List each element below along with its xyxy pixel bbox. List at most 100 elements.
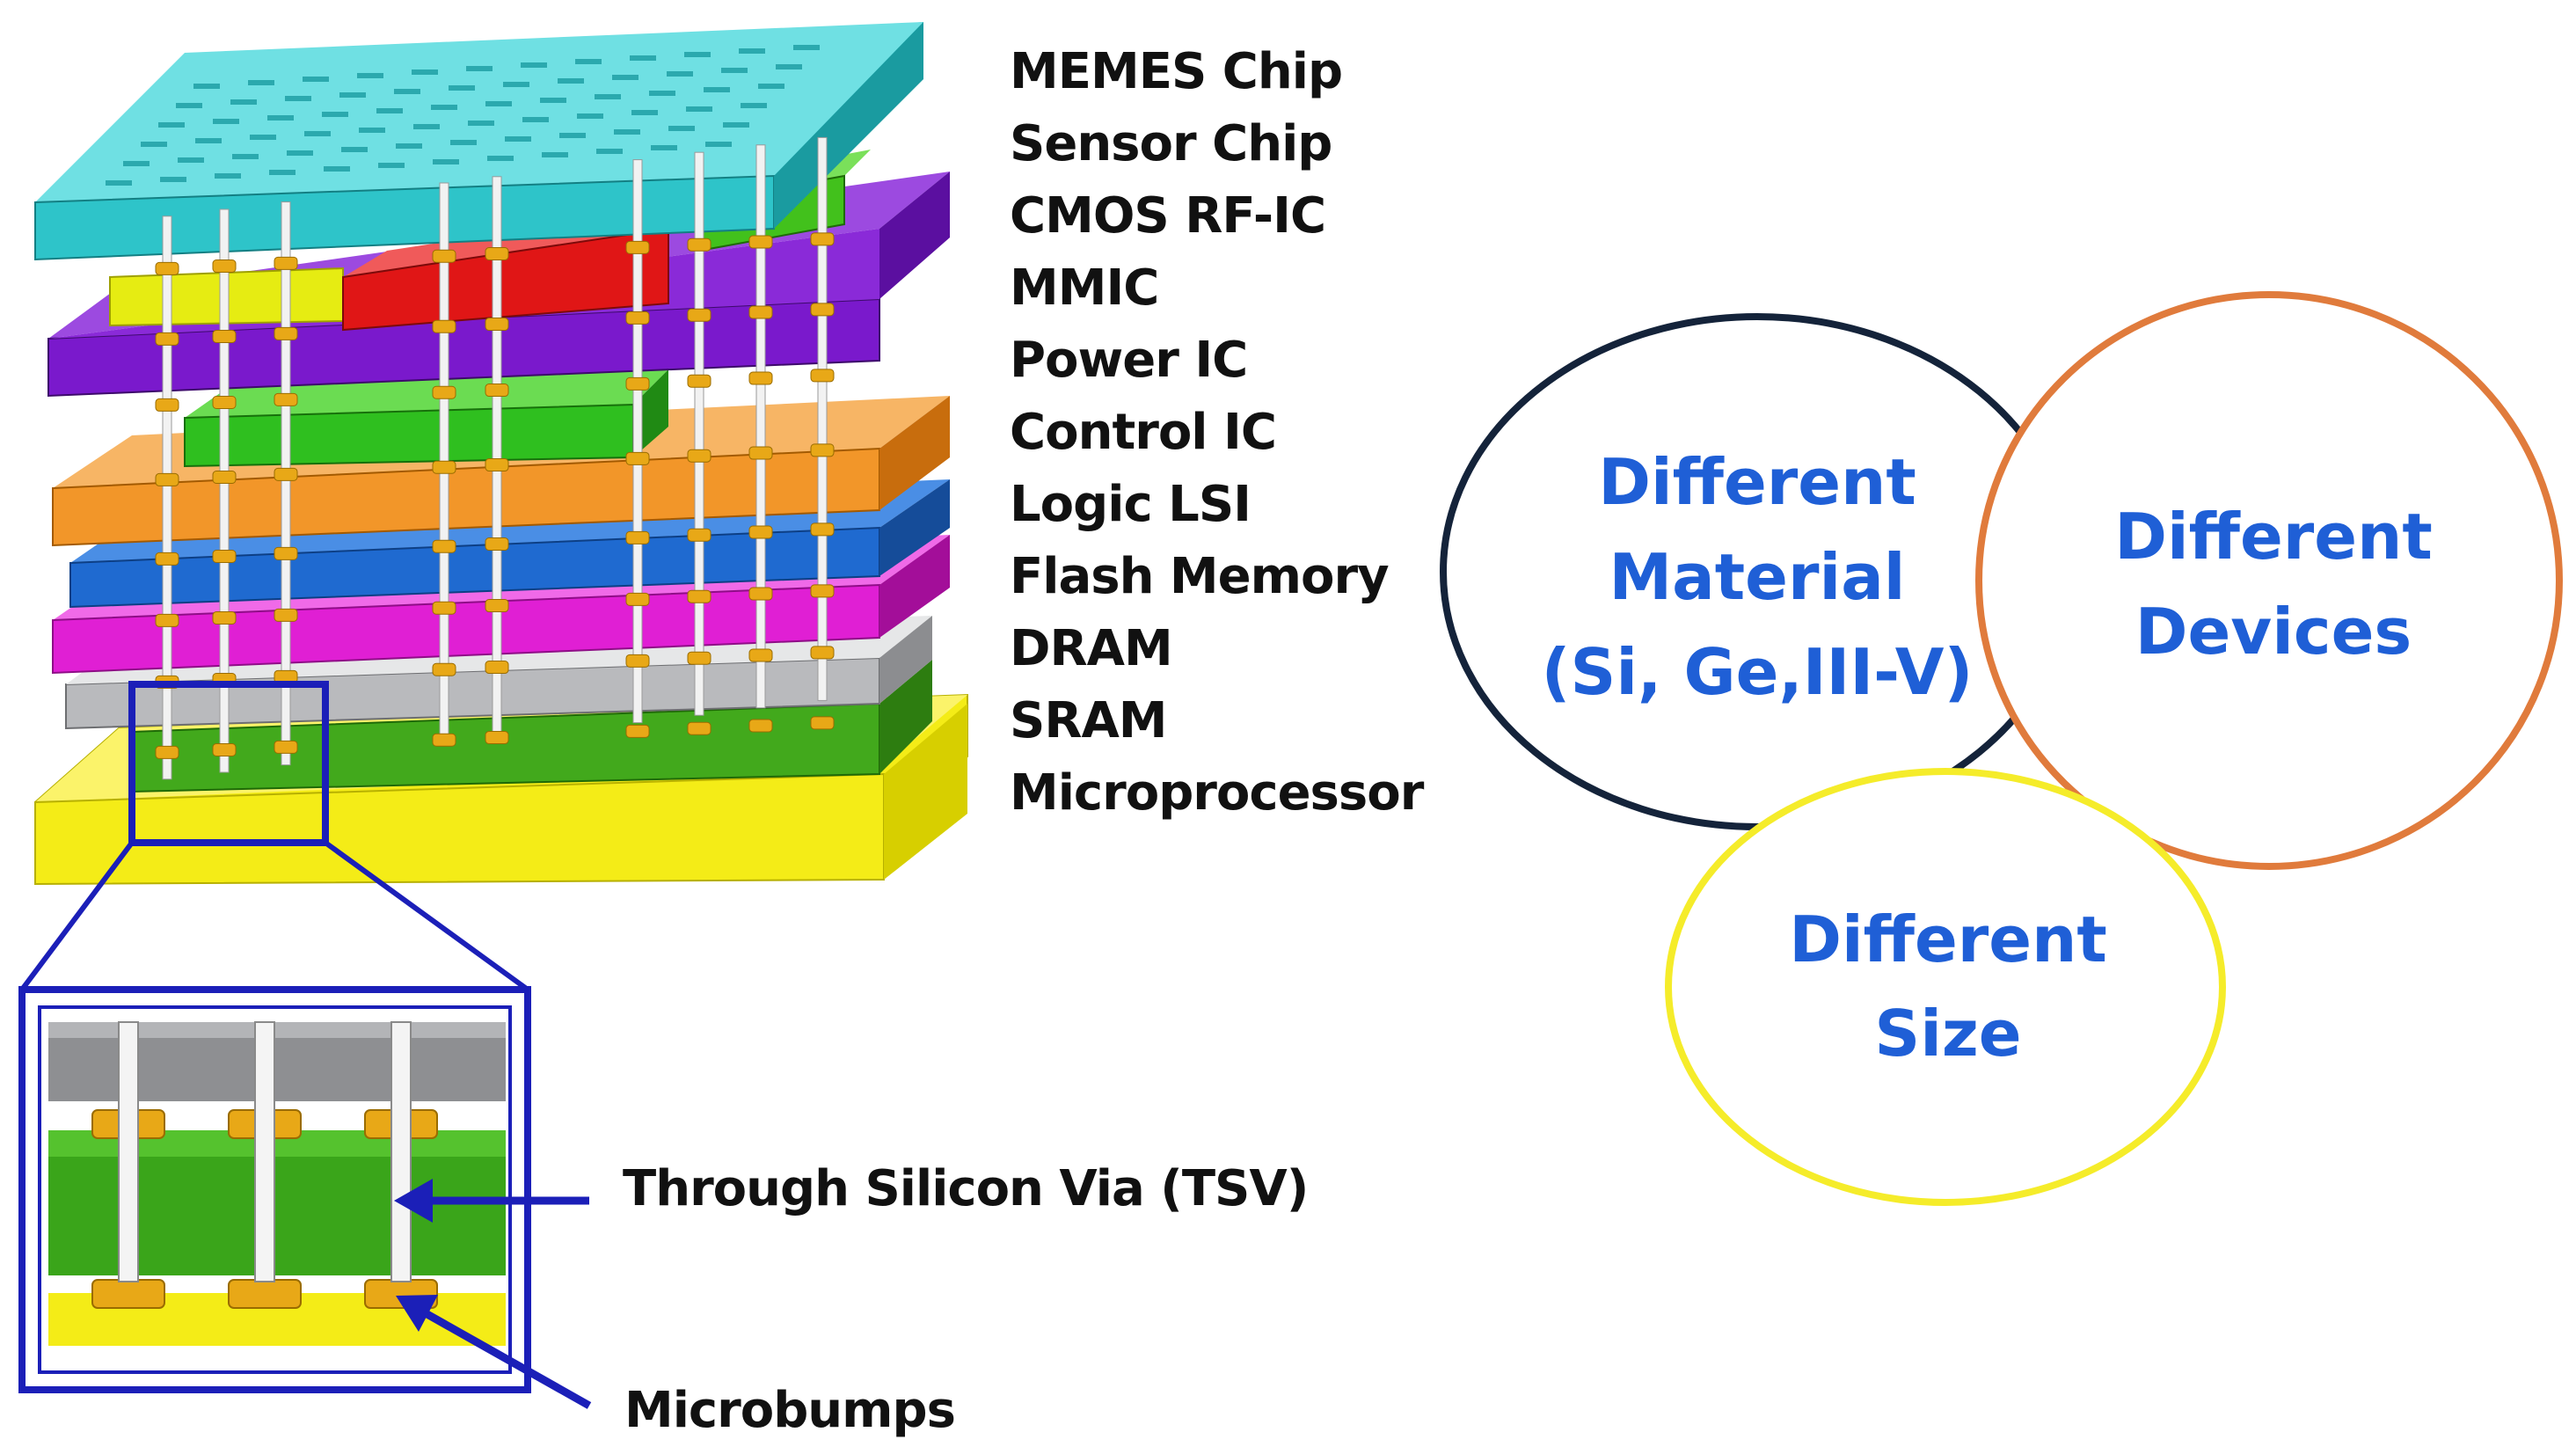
stack-bump <box>155 332 179 346</box>
stack-bump <box>155 613 179 627</box>
stack-bump <box>748 371 773 385</box>
stack-bump <box>432 249 456 263</box>
stack-bump <box>810 522 835 537</box>
stack-bump <box>485 731 509 745</box>
label-microbumps: Microbumps <box>624 1382 955 1439</box>
memes-pattern-cell <box>450 140 477 145</box>
stack-bump <box>274 326 298 340</box>
memes-pattern-cell <box>160 177 186 182</box>
stack-bump <box>212 611 237 625</box>
memes-pattern-cell <box>431 105 457 110</box>
stack-bump <box>748 648 773 662</box>
memes-pattern-cell <box>596 149 623 154</box>
chip-stack <box>34 22 968 886</box>
stack-bump <box>625 376 650 391</box>
stack-bump <box>155 472 179 486</box>
memes-pattern-cell <box>213 119 239 124</box>
memes-pattern-cell <box>651 145 677 150</box>
memes-pattern-cell <box>704 87 730 92</box>
memes-pattern-cell <box>215 173 241 179</box>
memes-pattern-cell <box>521 62 547 68</box>
memes-pattern-cell <box>741 103 767 108</box>
memes-pattern-cell <box>324 166 350 172</box>
venn-material-line3: (Si, Ge,III-V) <box>1542 635 1974 709</box>
memes-pattern-cell <box>412 69 438 75</box>
microbump-arrow <box>396 1295 592 1409</box>
memes-pattern-cell <box>322 112 348 117</box>
memes-pattern-cell <box>106 180 132 186</box>
zoom-bump-bottom <box>91 1279 165 1309</box>
zoom-tsv-pillar <box>390 1021 412 1282</box>
memes-pattern-cell <box>466 66 493 71</box>
memes-pattern-cell <box>357 73 383 78</box>
stack-bump <box>155 552 179 566</box>
stack-bump <box>212 259 237 273</box>
stack-bump <box>155 745 179 759</box>
memes-pattern-cell <box>631 110 658 115</box>
stack-bump <box>687 374 712 388</box>
zoom-line-right <box>324 840 529 992</box>
stack-bump <box>212 471 237 484</box>
stack-microbumps <box>155 232 835 759</box>
zoom-line-left <box>19 841 135 991</box>
venn-circle-devices <box>1975 291 2563 870</box>
zoom-tsv-pillar <box>118 1021 139 1282</box>
stack-bump <box>485 458 509 472</box>
stack-bump <box>748 719 773 733</box>
venn-size-line1: Different <box>1789 902 2107 976</box>
stack-bump <box>274 740 298 754</box>
venn-diagram: Different Material (Si, Ge,III-V) Differ… <box>1440 291 2563 1206</box>
memes-pattern-cell <box>667 71 693 77</box>
memes-pattern-cell <box>232 154 259 159</box>
tsv-pillar <box>694 151 704 716</box>
stack-bump <box>212 743 237 756</box>
stack-bump <box>687 528 712 542</box>
stack-bump <box>274 608 298 622</box>
memes-pattern-cell <box>195 138 222 143</box>
memes-pattern-cell <box>359 128 385 133</box>
memes-pattern-cell <box>141 142 167 147</box>
memes-pattern-cell <box>522 117 549 122</box>
memes-pattern-cell <box>433 159 459 164</box>
stack-bump <box>748 587 773 601</box>
stack-bump <box>748 305 773 319</box>
memes-pattern-cell <box>303 77 329 82</box>
venn-devices-line1: Different <box>2114 500 2433 574</box>
memes-pattern-cell <box>304 131 331 136</box>
memes-pattern-cell <box>686 106 712 112</box>
stack-bump <box>212 330 237 343</box>
tsv-pillar <box>281 201 291 766</box>
memes-pattern-cell <box>487 156 514 161</box>
tsv-pillar <box>817 136 828 701</box>
memes-pattern-cell <box>612 75 639 80</box>
label-dram: DRAM <box>1010 620 1172 677</box>
venn-devices-line2: Devices <box>2135 595 2412 669</box>
label-logic-lsi: Logic LSI <box>1010 476 1251 533</box>
stack-bump <box>485 318 509 332</box>
stack-bump <box>625 592 650 606</box>
memes-pattern-cell <box>178 157 204 163</box>
callout-labels: Through Silicon Via (TSV) Microbumps <box>623 1160 1309 1439</box>
label-power-ic: Power IC <box>1010 332 1247 389</box>
memes-pattern-cell <box>285 96 311 101</box>
memes-pattern-cell <box>269 170 296 175</box>
memes-pattern-cell <box>739 48 765 54</box>
stack-bump <box>485 537 509 552</box>
stack-bump <box>432 733 456 747</box>
tsv-pillar <box>492 176 502 741</box>
label-memes-chip: MEMES Chip <box>1010 43 1342 100</box>
memes-pattern-cell <box>449 85 475 91</box>
memes-pattern-cell <box>721 68 748 73</box>
zoom-tsv-pillar <box>254 1021 275 1282</box>
stack-bump <box>810 232 835 246</box>
memes-pattern-cell <box>630 55 656 61</box>
stack-bump <box>810 584 835 598</box>
stack-bump <box>485 661 509 675</box>
venn-material-line2: Material <box>1609 540 1906 614</box>
venn-material-line1: Different <box>1598 445 1916 519</box>
stack-bump <box>687 651 712 665</box>
stack-bump <box>625 240 650 254</box>
stack-bump <box>687 449 712 463</box>
memes-pattern-cell <box>193 84 220 89</box>
